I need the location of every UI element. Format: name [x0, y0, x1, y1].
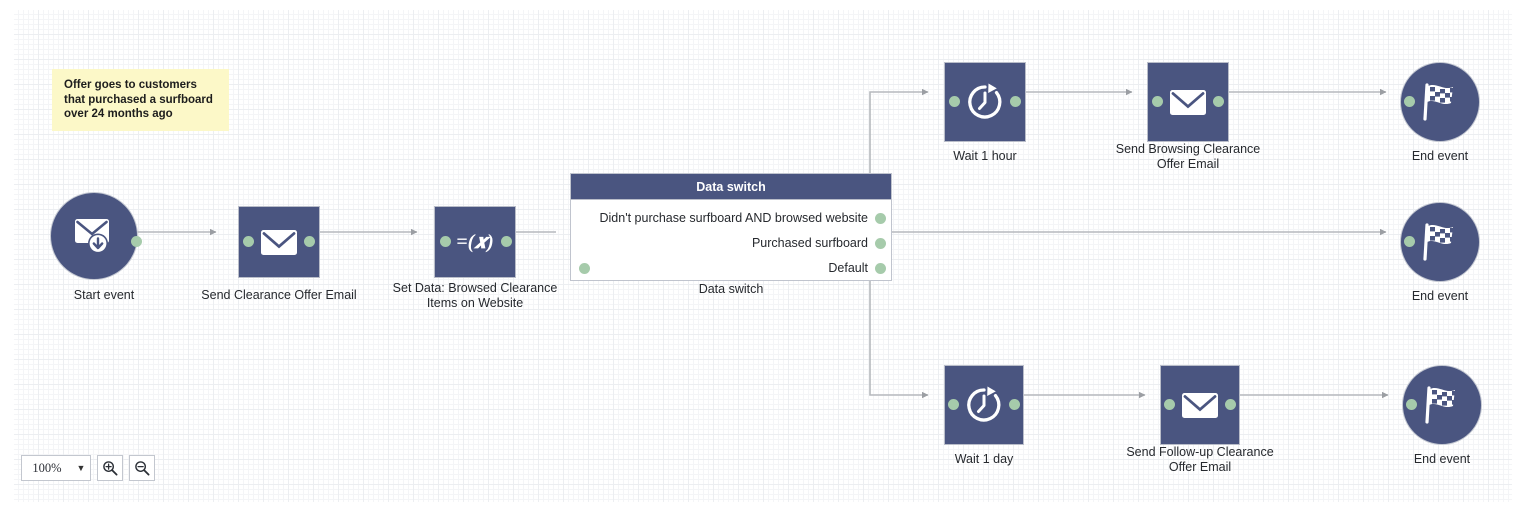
data-switch-title: Data switch — [571, 174, 891, 200]
data-switch-branch-1[interactable]: Didn't purchase surfboard AND browsed we… — [599, 211, 869, 225]
node-label-wait-1-hour: Wait 1 hour — [953, 149, 1017, 163]
port-in-send-browsing-clearance-offer-email[interactable] — [1152, 96, 1163, 107]
start-email-event-icon — [75, 219, 109, 254]
workflow-canvas[interactable]: Offer goes to customers that purchased a… — [14, 10, 1512, 502]
port-out-start-event[interactable] — [131, 236, 142, 247]
port-in-end-event-top[interactable] — [1404, 96, 1415, 107]
checkered-flag-icon — [1423, 223, 1454, 261]
port-in-wait-1-hour[interactable] — [949, 96, 960, 107]
clock-timer-icon — [967, 386, 1001, 422]
checkered-flag-icon — [1425, 386, 1456, 424]
port-in-send-clearance-offer-email[interactable] — [243, 236, 254, 247]
node-label-set-data: Set Data: Browsed Clearance Items on Web… — [392, 281, 558, 310]
node-label-end-event-top: End event — [1411, 149, 1469, 163]
checkered-flag-icon — [1423, 83, 1454, 121]
zoom-in-icon — [103, 461, 118, 476]
expression-icon: =(𝒙) — [456, 230, 494, 253]
data-switch-branch-3[interactable]: Default — [828, 261, 868, 275]
data-switch-panel[interactable]: Data switch Didn't purchase surfboard AN… — [570, 173, 892, 281]
node-label-end-event-middle: End event — [1411, 289, 1469, 303]
node-label-send-clearance-offer-email: Send Clearance Offer Email — [201, 288, 357, 302]
node-label-wait-1-day: Wait 1 day — [954, 452, 1014, 466]
email-icon — [261, 230, 297, 255]
sticky-note[interactable]: Offer goes to customers that purchased a… — [52, 69, 229, 131]
zoom-level-select[interactable]: 100% ▼ — [21, 455, 91, 481]
chevron-down-icon: ▼ — [76, 463, 86, 473]
zoom-toolbar: 100% ▼ — [21, 455, 155, 481]
wire-branch3-to-wait-1-day — [869, 271, 929, 399]
email-icon — [1170, 90, 1206, 115]
node-label-end-event-bottom: End event — [1413, 452, 1471, 466]
node-label-data-switch: Data switch — [698, 282, 764, 296]
port-out-send-browsing-clearance-offer-email[interactable] — [1213, 96, 1224, 107]
port-out-wait-1-hour[interactable] — [1010, 96, 1021, 107]
port-out-set-data[interactable] — [501, 236, 512, 247]
email-icon — [1182, 393, 1218, 418]
node-label-send-browsing-clearance-offer-email: Send Browsing Clearance Offer Email — [1115, 142, 1261, 171]
port-out-send-follow-up-clearance-offer-email[interactable] — [1225, 399, 1236, 410]
port-out-send-clearance-offer-email[interactable] — [304, 236, 315, 247]
port-in-end-event-middle[interactable] — [1404, 236, 1415, 247]
port-out-data-switch-3[interactable] — [875, 263, 886, 274]
zoom-out-button[interactable] — [129, 455, 155, 481]
node-label-send-follow-up-clearance-offer-email: Send Follow-up Clearance Offer Email — [1126, 445, 1274, 474]
data-switch-branch-2[interactable]: Purchased surfboard — [751, 236, 868, 250]
clock-timer-icon — [968, 83, 1002, 119]
port-in-data-switch[interactable] — [579, 263, 590, 274]
port-in-set-data[interactable] — [440, 236, 451, 247]
port-out-wait-1-day[interactable] — [1009, 399, 1020, 410]
port-in-wait-1-day[interactable] — [948, 399, 959, 410]
zoom-level-value: 100% — [32, 460, 62, 475]
port-in-send-follow-up-clearance-offer-email[interactable] — [1164, 399, 1175, 410]
port-in-end-event-bottom[interactable] — [1406, 399, 1417, 410]
node-label-start-event: Start event — [73, 288, 135, 302]
zoom-out-icon — [135, 461, 150, 476]
zoom-in-button[interactable] — [97, 455, 123, 481]
port-out-data-switch-1[interactable] — [875, 213, 886, 224]
port-out-data-switch-2[interactable] — [875, 238, 886, 249]
